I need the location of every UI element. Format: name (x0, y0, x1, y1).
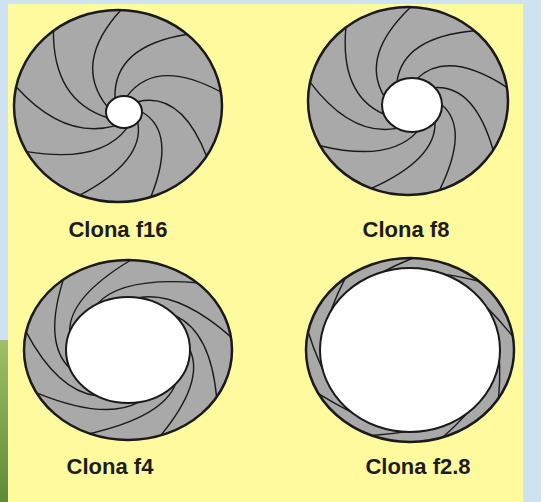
iris-blade (127, 76, 221, 97)
aperture-label: Clona f16 (68, 218, 167, 242)
iris-housing (308, 7, 508, 195)
iris-blade (320, 132, 417, 152)
aperture-opening (66, 297, 190, 403)
iris-blade (371, 122, 435, 188)
iris-diaphragm (24, 260, 232, 440)
iris-housing (306, 258, 514, 442)
iris-blade (142, 112, 162, 197)
aperture-label: Clona f4 (67, 455, 154, 479)
iris-housing (14, 10, 222, 202)
iris-blade (27, 128, 128, 155)
aperture-opening (320, 268, 500, 432)
iris-blade (115, 34, 187, 98)
aperture-label: Clona f2.8 (365, 455, 470, 479)
iris-blade (435, 88, 493, 151)
iris-diaphragm (308, 7, 508, 195)
iris-blade (397, 31, 474, 82)
iris-blade (16, 87, 115, 129)
iris-housing (24, 260, 232, 440)
yellow-panel (8, 4, 523, 502)
aperture-opening (382, 78, 442, 132)
iris-diaphragm (306, 258, 514, 442)
iris-blade (53, 31, 107, 118)
aperture-label: Clona f8 (363, 218, 450, 242)
iris-blade (345, 27, 384, 114)
iris-blade (138, 100, 207, 156)
aperture-opening (106, 96, 142, 128)
iris-diaphragm (14, 10, 222, 202)
iris-blade (440, 105, 456, 190)
iris-blade (93, 10, 121, 107)
iris-blade (80, 122, 139, 195)
